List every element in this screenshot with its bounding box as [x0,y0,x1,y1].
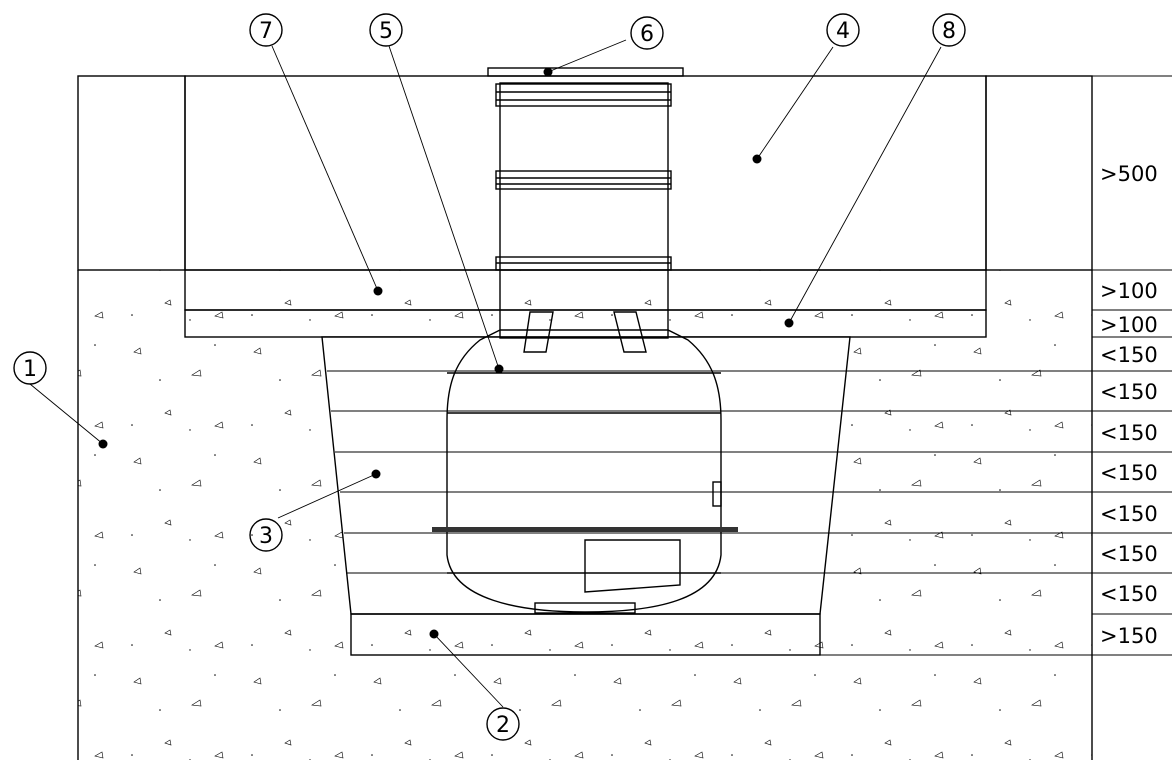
dim-label: <150 [1100,542,1158,566]
dim-label: <150 [1100,582,1158,606]
dim-label: <150 [1100,343,1158,367]
dim-label: <150 [1100,421,1158,445]
callout-3: 3 [249,518,283,552]
dim-label: >100 [1100,313,1158,337]
concrete-slab [77,75,1093,271]
dim-label: >500 [1100,162,1158,186]
dim-label: <150 [1100,461,1158,485]
callout-label: 3 [259,524,273,549]
tank-lid [487,67,684,77]
dim-label: <150 [1100,380,1158,404]
dim-label: >150 [1100,624,1158,648]
callout-label: 7 [259,19,273,44]
dimension-column: >500 >100 >100 <150 <150 <150 <150 <150 … [820,75,1172,656]
gravel-base [350,613,821,656]
callout-8: 8 [932,13,966,47]
callout-6: 6 [630,16,664,50]
callout-4: 4 [826,13,860,47]
callout-label: 6 [640,22,654,47]
callout-label: 1 [23,357,37,382]
leader-lines [29,39,942,708]
callout-1: 1 [13,351,47,385]
callout-2: 2 [486,707,520,741]
septic-tank [432,82,738,614]
dim-label: <150 [1100,502,1158,526]
callout-label: 4 [836,19,850,44]
callout-label: 8 [942,19,956,44]
callout-7: 7 [249,13,283,47]
backfill-pit [321,336,1092,615]
callout-5: 5 [369,13,403,47]
dim-label: >100 [1100,279,1158,303]
callout-label: 5 [379,19,393,44]
callout-label: 2 [496,713,510,738]
